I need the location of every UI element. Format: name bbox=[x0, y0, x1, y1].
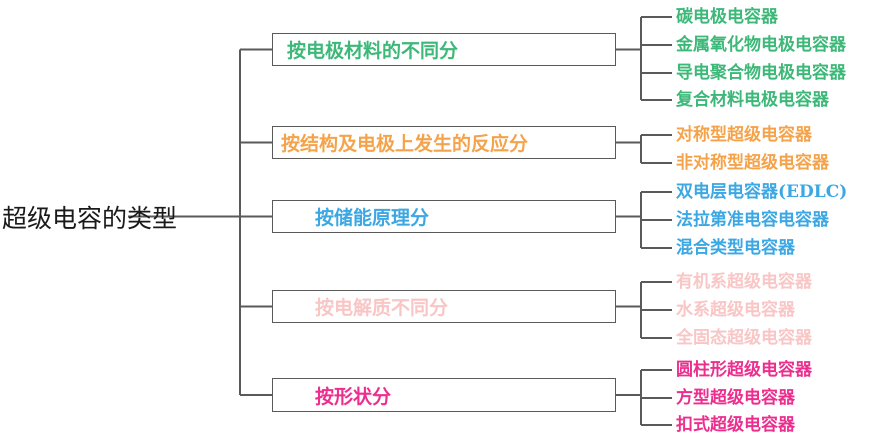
leaf-node-5-2[interactable]: 方型超级电容器 bbox=[676, 390, 795, 407]
leaf-node-4-3[interactable]: 全固态超级电容器 bbox=[676, 330, 812, 347]
leaf-node-1-1[interactable]: 碳电极电容器 bbox=[676, 9, 778, 26]
leaf-node-label: 圆柱形超级电容器 bbox=[676, 360, 812, 380]
leaf-node-3-2[interactable]: 法拉第准电容电容器 bbox=[676, 212, 829, 229]
leaf-node-label: 复合材料电极电容器 bbox=[676, 90, 829, 110]
branch-node-label: 按结构及电极上发生的反应分 bbox=[281, 133, 529, 155]
leaf-node-label: 双电层电容器(EDLC) bbox=[676, 182, 848, 202]
leaf-node-4-1[interactable]: 有机系超级电容器 bbox=[676, 274, 812, 291]
branch-node-label: 按储能原理分 bbox=[315, 207, 430, 229]
branch-node-5[interactable]: 按形状分 bbox=[272, 378, 616, 412]
leaf-node-label: 全固态超级电容器 bbox=[676, 328, 812, 348]
leaf-node-2-2[interactable]: 非对称型超级电容器 bbox=[676, 155, 829, 172]
leaf-node-1-2[interactable]: 金属氧化物电极电容器 bbox=[676, 37, 846, 54]
leaf-node-label: 法拉第准电容电容器 bbox=[676, 210, 829, 230]
leaf-node-label: 扣式超级电容器 bbox=[676, 415, 795, 435]
leaf-node-5-1[interactable]: 圆柱形超级电容器 bbox=[676, 362, 812, 379]
leaf-node-1-4[interactable]: 复合材料电极电容器 bbox=[676, 92, 829, 109]
leaf-node-label: 金属氧化物电极电容器 bbox=[676, 35, 846, 55]
leaf-node-label: 方型超级电容器 bbox=[676, 388, 795, 408]
leaf-node-label: 对称型超级电容器 bbox=[676, 125, 812, 145]
branch-node-1[interactable]: 按电极材料的不同分 bbox=[272, 33, 616, 66]
branch-node-label: 按电极材料的不同分 bbox=[287, 40, 459, 62]
leaf-node-3-1[interactable]: 双电层电容器(EDLC) bbox=[676, 184, 847, 201]
branch-node-3[interactable]: 按储能原理分 bbox=[272, 200, 616, 233]
leaf-node-3-3[interactable]: 混合类型电容器 bbox=[676, 240, 795, 257]
leaf-node-label: 非对称型超级电容器 bbox=[676, 153, 829, 173]
branch-node-2[interactable]: 按结构及电极上发生的反应分 bbox=[272, 126, 616, 159]
branch-node-label: 按形状分 bbox=[315, 385, 392, 408]
leaf-node-label: 有机系超级电容器 bbox=[676, 272, 812, 292]
leaf-node-label: 混合类型电容器 bbox=[676, 238, 795, 258]
leaf-node-label: 导电聚合物电极电容器 bbox=[676, 63, 846, 83]
leaf-node-4-2[interactable]: 水系超级电容器 bbox=[676, 302, 795, 319]
leaf-node-1-3[interactable]: 导电聚合物电极电容器 bbox=[676, 65, 846, 82]
root-node-label: 超级电容的类型 bbox=[2, 204, 178, 233]
branch-node-label: 按电解质不同分 bbox=[315, 297, 449, 319]
leaf-node-5-3[interactable]: 扣式超级电容器 bbox=[676, 417, 795, 434]
branch-node-4[interactable]: 按电解质不同分 bbox=[272, 290, 616, 323]
leaf-node-2-1[interactable]: 对称型超级电容器 bbox=[676, 127, 812, 144]
leaf-node-label: 碳电极电容器 bbox=[676, 7, 778, 27]
leaf-node-label: 水系超级电容器 bbox=[676, 300, 795, 320]
